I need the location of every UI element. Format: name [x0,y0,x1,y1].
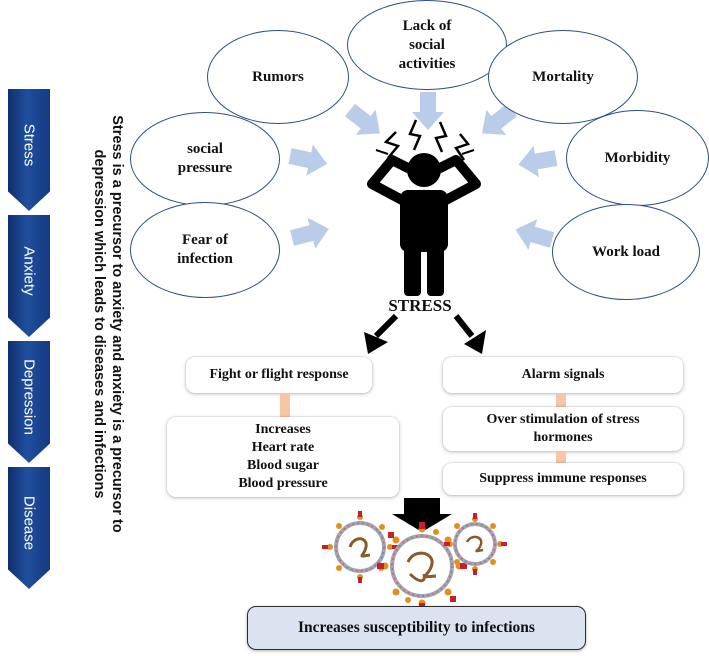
cause-lack-line-2: social [409,36,445,53]
overstimulation-box: Over stimulation of stress hormones [443,407,683,451]
overstimulation-line-2: hormones [533,430,593,445]
outcome-box: Increases susceptibility to infections [247,606,586,650]
cause-morbidity: Morbidity [566,110,709,206]
cause-rumors: Rumors [207,30,349,124]
suppress-immune-box: Suppress immune responses [443,463,683,495]
arrow-from-morbidity [518,145,558,178]
overstimulation-line-1: Over stimulation of stress [486,412,640,427]
cause-workload-label: Work load [592,243,660,260]
cause-fear-line-2: infection [177,251,233,267]
cause-arrows [288,92,558,250]
cause-social-pressure-line-2: pressure [177,160,233,176]
cause-social-pressure-label: social pressure [178,140,232,178]
stage-disease-chevron: Disease [8,467,50,589]
right-connector-2 [556,451,566,463]
cause-mortality: Mortality [488,30,638,124]
cause-fear-of-infection: Fear of infection [130,202,280,298]
arrow-from-rumors [345,103,380,135]
fight-or-flight-label: Fight or flight response [209,367,349,382]
stress-branch-arrows [364,313,486,354]
increases-line-3: Blood sugar [247,458,319,473]
stage-depression-chevron: Depression [8,341,50,463]
cause-morbidity-label: Morbidity [604,149,671,166]
arrow-from-mortality [482,103,517,135]
alarm-signals-label: Alarm signals [521,367,605,382]
cause-fear-line-1: Fear of [182,232,228,248]
cause-social-pressure-line-1: social [187,141,223,157]
cause-lack-label: Lack of social activities [399,17,456,74]
increases-line-2: Heart rate [251,440,315,455]
arrow-from-fear [290,217,329,249]
arrow-from-workload [515,219,555,250]
left-connector [280,393,290,417]
cause-mortality-label: Mortality [532,68,594,85]
virus-particles-icon [322,511,507,610]
suppress-immune-label: Suppress immune responses [479,471,647,486]
cause-fear-label: Fear of infection [177,231,233,269]
outcome-label: Increases susceptibility to infections [298,619,535,636]
stage-anxiety-chevron: Anxiety [8,215,50,337]
cause-lack-of-social-activities: Lack of social activities [347,0,507,90]
arrow-from-social-pressure [288,144,328,176]
cause-work-load: Work load [552,204,700,300]
cause-lack-line-1: Lack of [402,17,452,34]
right-connector-1 [556,393,566,407]
stressed-person-icon [367,119,481,296]
cause-lack-line-3: activities [398,55,456,72]
cause-rumors-label: Rumors [252,68,304,85]
alarm-signals-box: Alarm signals [443,357,683,393]
stage-stress-chevron: Stress [8,89,50,211]
increases-box: Increases Heart rate Blood sugar Blood p… [167,417,399,497]
cause-social-pressure: social pressure [130,112,280,206]
down-arrow-icon [392,498,452,532]
increases-line-1: Increases [255,422,311,437]
stress-title: STRESS [388,296,452,315]
increases-line-4: Blood pressure [238,476,328,491]
arrow-from-lack [412,92,444,130]
fight-or-flight-box: Fight or flight response [186,357,372,393]
